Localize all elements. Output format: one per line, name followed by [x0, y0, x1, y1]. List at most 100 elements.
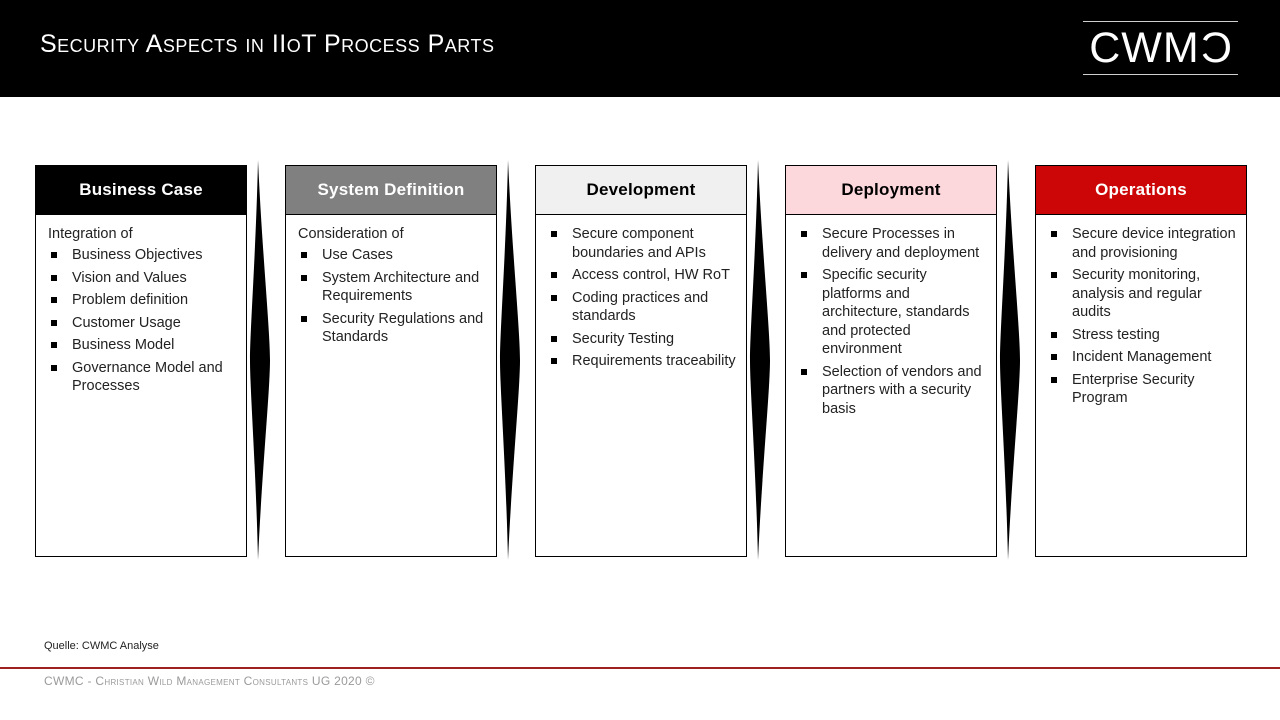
list-item-label: Stress testing	[1072, 326, 1160, 343]
list-item: Customer Usage	[46, 314, 238, 333]
list-item: Specific security platforms and architec…	[796, 266, 988, 359]
square-bullet-icon	[1051, 376, 1057, 383]
list-item: Secure component boundaries and APIs	[546, 225, 738, 262]
list-item: Security monitoring, analysis and regula…	[1046, 266, 1238, 322]
footer-divider	[0, 667, 1280, 669]
square-bullet-icon	[51, 252, 57, 258]
square-bullet-icon	[51, 319, 57, 326]
list-item: Stress testing	[1046, 326, 1238, 345]
list-item-label: Specific security platforms and architec…	[822, 267, 970, 357]
list-item: Secure Processes in delivery and deploym…	[796, 225, 988, 262]
list-item-label: Secure Processes in delivery and deploym…	[822, 226, 980, 261]
process-column-business-case[interactable]: Business Case Integration of Business Ob…	[35, 165, 247, 557]
list-item-label: Use Cases	[322, 247, 393, 263]
list-item: Security Testing	[546, 330, 738, 349]
list-item-label: System Architecture and Requirements	[322, 269, 480, 305]
list-item: Security Regulations and Standards	[296, 310, 488, 347]
process-arrow-4	[1000, 160, 1020, 560]
column-title: Deployment	[841, 180, 941, 199]
source-note: Quelle: CWMC Analyse	[44, 640, 159, 652]
square-bullet-icon	[301, 252, 307, 258]
list-item: Business Model	[46, 336, 238, 355]
bullet-list: Secure Processes in delivery and deploym…	[796, 225, 988, 418]
square-bullet-icon	[1051, 354, 1057, 360]
list-item-label: Security Regulations and Standards	[322, 310, 484, 346]
process-column-operations[interactable]: Operations Secure device integration and…	[1035, 165, 1247, 557]
square-bullet-icon	[551, 335, 557, 342]
column-title: Operations	[1095, 180, 1187, 199]
bullet-list: Secure component boundaries and APIs Acc…	[546, 225, 738, 371]
list-item-label: Access control, HW RoT	[572, 267, 730, 283]
column-header-system-definition: System Definition	[285, 165, 497, 215]
square-bullet-icon	[1051, 231, 1057, 237]
square-bullet-icon	[51, 274, 57, 281]
list-item-label: Secure device integration and provisioni…	[1072, 226, 1236, 261]
square-bullet-icon	[551, 358, 557, 364]
footer-copyright: CWMC - Christian Wild Management Consult…	[44, 674, 375, 688]
logo-rule-top	[1083, 21, 1238, 22]
square-bullet-icon	[51, 342, 57, 348]
bullet-list: Business Objectives Vision and Values Pr…	[46, 246, 238, 396]
list-item: Use Cases	[296, 246, 488, 265]
list-item: Problem definition	[46, 291, 238, 310]
title-bar: Security Aspects in IIoT Process Parts C…	[0, 0, 1280, 97]
list-item-label: Coding practices and standards	[572, 289, 709, 325]
list-item: Business Objectives	[46, 246, 238, 265]
column-body-system-definition: Consideration of Use Cases System Archit…	[285, 215, 497, 557]
column-body-deployment: Secure Processes in delivery and deploym…	[785, 215, 997, 557]
column-intro: Consideration of	[298, 226, 404, 242]
list-item-label: Enterprise Security Program	[1072, 371, 1195, 407]
page-title: Security Aspects in IIoT Process Parts	[40, 30, 495, 58]
square-bullet-icon	[801, 272, 807, 278]
column-header-deployment: Deployment	[785, 165, 997, 215]
list-item-label: Secure component boundaries and APIs	[572, 226, 706, 261]
list-item: Requirements traceability	[546, 352, 738, 371]
process-column-deployment[interactable]: Deployment Secure Processes in delivery …	[785, 165, 997, 557]
list-item: Access control, HW RoT	[546, 266, 738, 285]
list-item: Vision and Values	[46, 269, 238, 288]
column-header-operations: Operations	[1035, 165, 1247, 215]
cwmc-logo: CWMC	[1083, 13, 1238, 83]
list-item: Secure device integration and provisioni…	[1046, 225, 1238, 262]
square-bullet-icon	[1051, 272, 1057, 278]
list-item: Selection of vendors and partners with a…	[796, 363, 988, 419]
square-bullet-icon	[551, 231, 557, 237]
list-item-label: Requirements traceability	[572, 353, 736, 369]
square-bullet-icon	[551, 272, 557, 278]
list-item-label: Security Testing	[572, 330, 675, 347]
list-item: Incident Management	[1046, 348, 1238, 367]
square-bullet-icon	[301, 315, 307, 322]
list-item-label: Incident Management	[1072, 349, 1212, 365]
list-item-label: Security monitoring, analysis and regula…	[1072, 267, 1202, 320]
list-item-label: Selection of vendors and partners with a…	[822, 363, 982, 417]
list-item-label: Governance Model and Processes	[72, 359, 223, 395]
process-column-system-definition[interactable]: System Definition Consideration of Use C…	[285, 165, 497, 557]
list-item-label: Business Model	[72, 337, 175, 353]
column-title: Development	[586, 180, 696, 199]
column-body-business-case: Integration of Business Objectives Visio…	[35, 215, 247, 557]
square-bullet-icon	[551, 294, 557, 301]
column-body-development: Secure component boundaries and APIs Acc…	[535, 215, 747, 557]
column-title: System Definition	[317, 180, 465, 199]
list-item: Governance Model and Processes	[46, 359, 238, 396]
list-item-label: Customer Usage	[72, 314, 181, 331]
bullet-list: Secure device integration and provisioni…	[1046, 225, 1238, 408]
logo-text: CWMC	[1083, 24, 1238, 72]
process-column-development[interactable]: Development Secure component boundaries …	[535, 165, 747, 557]
list-item: Enterprise Security Program	[1046, 371, 1238, 408]
list-item-label: Problem definition	[72, 292, 189, 308]
square-bullet-icon	[51, 297, 57, 303]
process-arrow-1	[250, 160, 270, 560]
list-item-label: Vision and Values	[72, 269, 187, 286]
column-title: Business Case	[79, 180, 203, 199]
square-bullet-icon	[301, 274, 307, 281]
process-arrow-2	[500, 160, 520, 560]
list-item: System Architecture and Requirements	[296, 269, 488, 306]
column-header-development: Development	[535, 165, 747, 215]
square-bullet-icon	[51, 364, 57, 371]
square-bullet-icon	[1051, 331, 1057, 338]
column-intro: Integration of	[48, 226, 133, 242]
square-bullet-icon	[801, 231, 807, 237]
process-arrow-3	[750, 160, 770, 560]
